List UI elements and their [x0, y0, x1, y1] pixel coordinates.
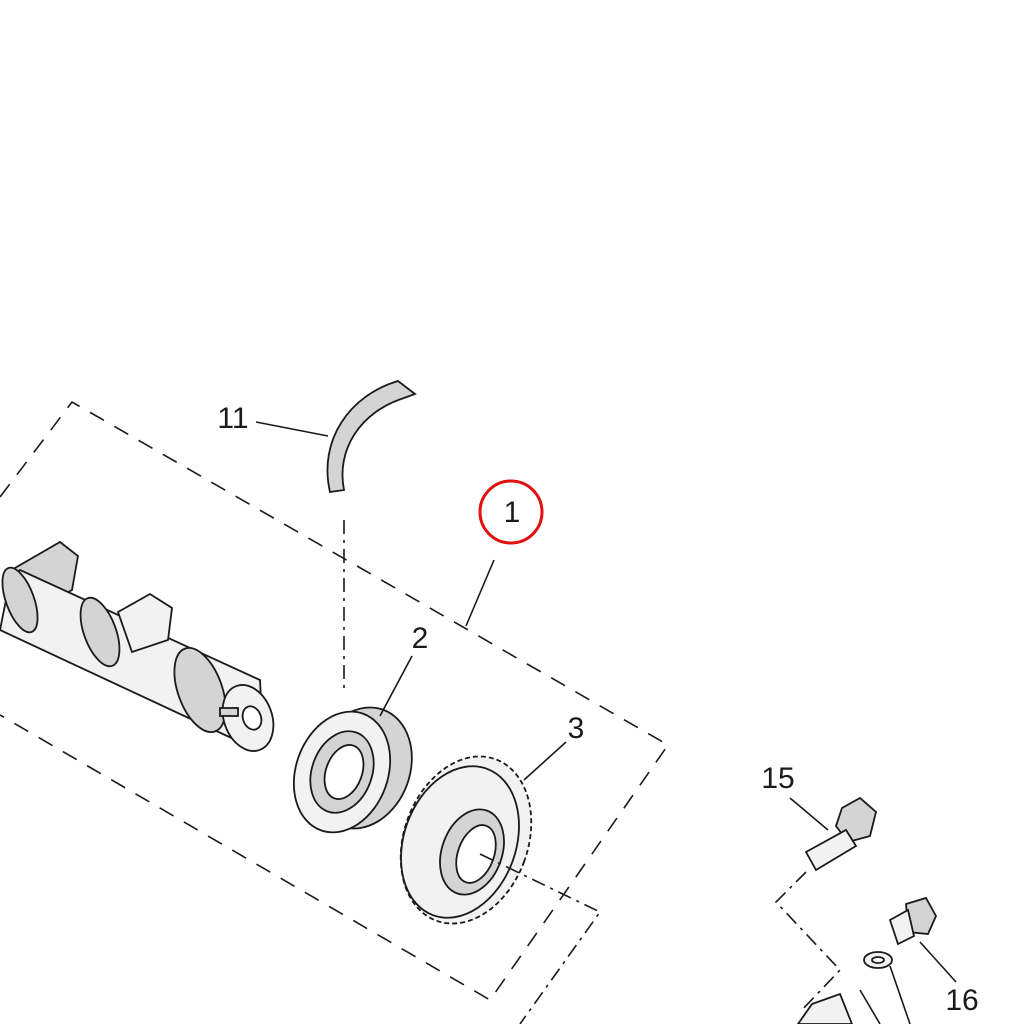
highlight-circle	[478, 479, 544, 545]
part-2-bearing	[292, 706, 413, 834]
callout-2: 2	[412, 622, 429, 655]
camshaft	[0, 540, 275, 752]
part-3-gear	[399, 755, 533, 925]
callout-11: 11	[217, 402, 248, 435]
callout-1: 1	[504, 496, 521, 529]
lower-housing-fragment	[796, 951, 893, 1024]
leader-lines	[255, 421, 957, 1024]
part-11-clip	[326, 380, 417, 494]
callout-3: 3	[568, 712, 585, 745]
callout-16: 16	[945, 984, 978, 1017]
part-15-bolt	[804, 796, 878, 872]
part-16-bolt	[888, 896, 938, 946]
callout-15: 15	[761, 762, 794, 795]
